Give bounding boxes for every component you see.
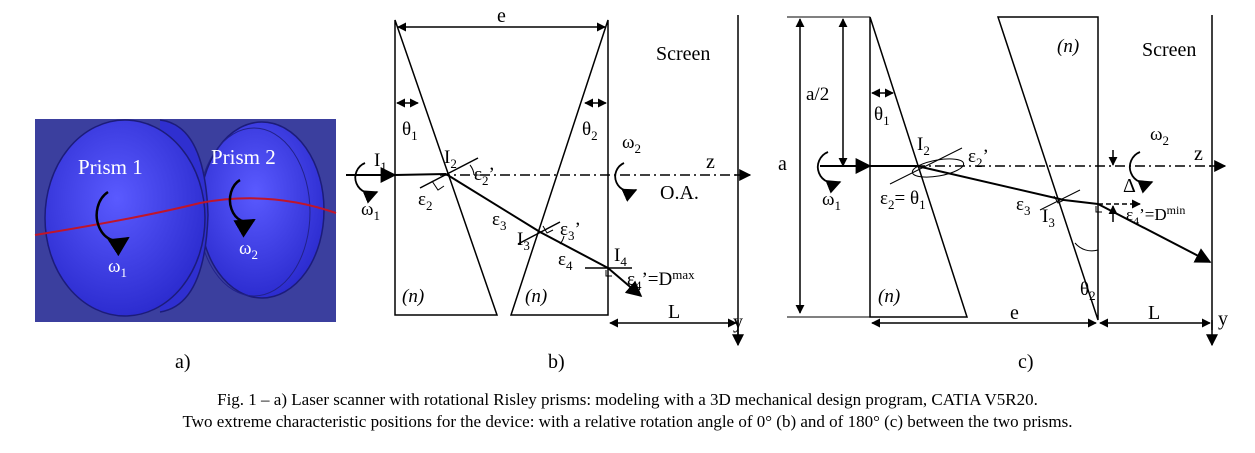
n-label-2: (n) xyxy=(525,286,547,307)
L-label: L xyxy=(1148,302,1160,324)
I1-label: I xyxy=(374,150,380,171)
n-label-1: (n) xyxy=(402,286,424,307)
rotation-arrow-2 xyxy=(228,178,256,238)
panel-b-labels: e Screen θ1 θ2 ω1 ω2 I1 I2 I3 I4 z O.A. … xyxy=(361,5,743,333)
z-axis-label: z xyxy=(706,151,715,173)
svg-text:ε4: ε4 xyxy=(558,249,573,273)
svg-text:ε4’=Dmax: ε4’=Dmax xyxy=(627,267,695,293)
a-half-label: a/2 xyxy=(806,84,829,105)
svg-text:ε3’: ε3’ xyxy=(560,219,581,243)
screen-label: Screen xyxy=(656,43,710,65)
svg-text:I3: I3 xyxy=(517,229,530,253)
delta-label: Δ xyxy=(1123,175,1136,197)
svg-text:θ2: θ2 xyxy=(1080,279,1096,303)
I3-label: I xyxy=(517,229,523,250)
panel-b-diagram xyxy=(346,15,752,347)
prism-2-outline xyxy=(996,16,1099,321)
figure-caption-line-1: Fig. 1 – a) Laser scanner with rotationa… xyxy=(217,390,1038,409)
svg-text:θ2: θ2 xyxy=(582,119,598,143)
epsilon-2-prime-label: ε xyxy=(968,146,976,167)
y-axis-label: y xyxy=(1218,308,1228,330)
epsilon-4-prime-label: ε xyxy=(1126,205,1133,224)
a-label: a xyxy=(778,153,787,175)
panel-label-a: a) xyxy=(175,351,191,373)
theta-2-label: θ xyxy=(1080,279,1089,300)
e-label: e xyxy=(1010,302,1019,324)
svg-text:ε2= θ1: ε2= θ1 xyxy=(880,188,926,212)
svg-text:ε2’: ε2’ xyxy=(474,164,495,188)
prism-2-outline xyxy=(509,19,609,316)
prism-2-label: Prism 2 xyxy=(211,145,276,169)
theta-2-label: θ xyxy=(582,119,591,140)
svg-text:I2: I2 xyxy=(444,147,457,171)
panel-a-render: Prism 1 Prism 2 ω1 ω2 xyxy=(34,119,337,322)
y-axis-label: y xyxy=(733,311,743,333)
omega-2-label: ω xyxy=(239,238,252,259)
prism-1-disc xyxy=(44,119,206,317)
L-label: L xyxy=(668,301,680,323)
panel-label-b: b) xyxy=(548,351,565,373)
svg-text:θ1: θ1 xyxy=(874,104,890,128)
svg-text:ω2: ω2 xyxy=(1150,124,1169,148)
I3-label: I xyxy=(1042,206,1048,227)
optical-axis-label: O.A. xyxy=(660,182,699,204)
laser-beam xyxy=(34,197,337,236)
rotation-arrow-1 xyxy=(95,190,130,257)
epsilon-4-label: ε xyxy=(558,249,566,270)
svg-text:ε4’=Dmin: ε4’=Dmin xyxy=(1126,203,1185,228)
I2-label: I xyxy=(444,147,450,168)
svg-text:I1: I1 xyxy=(374,150,387,174)
epsilon-2-prime-label: ε xyxy=(474,164,482,185)
omega-2-label: ω xyxy=(1150,124,1163,145)
svg-text:ω2: ω2 xyxy=(622,132,641,156)
e-label: e xyxy=(497,5,506,27)
I2-label: I xyxy=(917,134,923,155)
screen-label: Screen xyxy=(1142,39,1196,61)
omega-1-label: ω xyxy=(822,189,835,210)
epsilon-3-label: ε xyxy=(1016,194,1024,215)
svg-text:ε2: ε2 xyxy=(418,189,432,213)
n-label-2: (n) xyxy=(1057,36,1079,57)
n-label-1: (n) xyxy=(878,286,900,307)
I4-label: I xyxy=(614,245,620,266)
svg-text:ω1: ω1 xyxy=(108,256,127,280)
epsilon-4-prime-label: ε xyxy=(627,269,635,290)
omega-2-label: ω xyxy=(622,132,635,153)
svg-text:ε2’: ε2’ xyxy=(968,146,989,170)
omega-1-label: ω xyxy=(361,199,374,220)
svg-text:ω1: ω1 xyxy=(822,189,841,213)
omega-1-label: ω xyxy=(108,256,121,277)
epsilon-3-label: ε xyxy=(492,209,500,230)
svg-text:I4: I4 xyxy=(614,245,627,269)
figure-caption-line-2: Two extreme characteristic positions for… xyxy=(182,412,1073,431)
svg-text:I3: I3 xyxy=(1042,206,1055,230)
theta-1-label: θ xyxy=(874,104,883,125)
panel-c-labels: a/2 a θ1 θ2 ω1 ω2 I2 I3 ε2’ ε2= θ1 ε3 (n… xyxy=(778,36,1228,330)
theta-1-label: θ xyxy=(402,119,411,140)
panel-label-c: c) xyxy=(1018,351,1034,373)
panel-c-diagram xyxy=(787,15,1227,347)
svg-text:ε3: ε3 xyxy=(492,209,506,233)
svg-text:ω1: ω1 xyxy=(361,199,380,223)
epsilon-2-eq-theta-1-label: ε xyxy=(880,188,888,209)
svg-text:θ1: θ1 xyxy=(402,119,418,143)
epsilon-3-prime-label: ε xyxy=(560,219,568,240)
prism-1-label: Prism 1 xyxy=(78,155,143,179)
z-axis-label: z xyxy=(1194,143,1203,165)
svg-text:I2: I2 xyxy=(917,134,930,158)
svg-text:ω2: ω2 xyxy=(239,238,258,262)
svg-text:ε3: ε3 xyxy=(1016,194,1030,218)
epsilon-2-label: ε xyxy=(418,189,426,210)
